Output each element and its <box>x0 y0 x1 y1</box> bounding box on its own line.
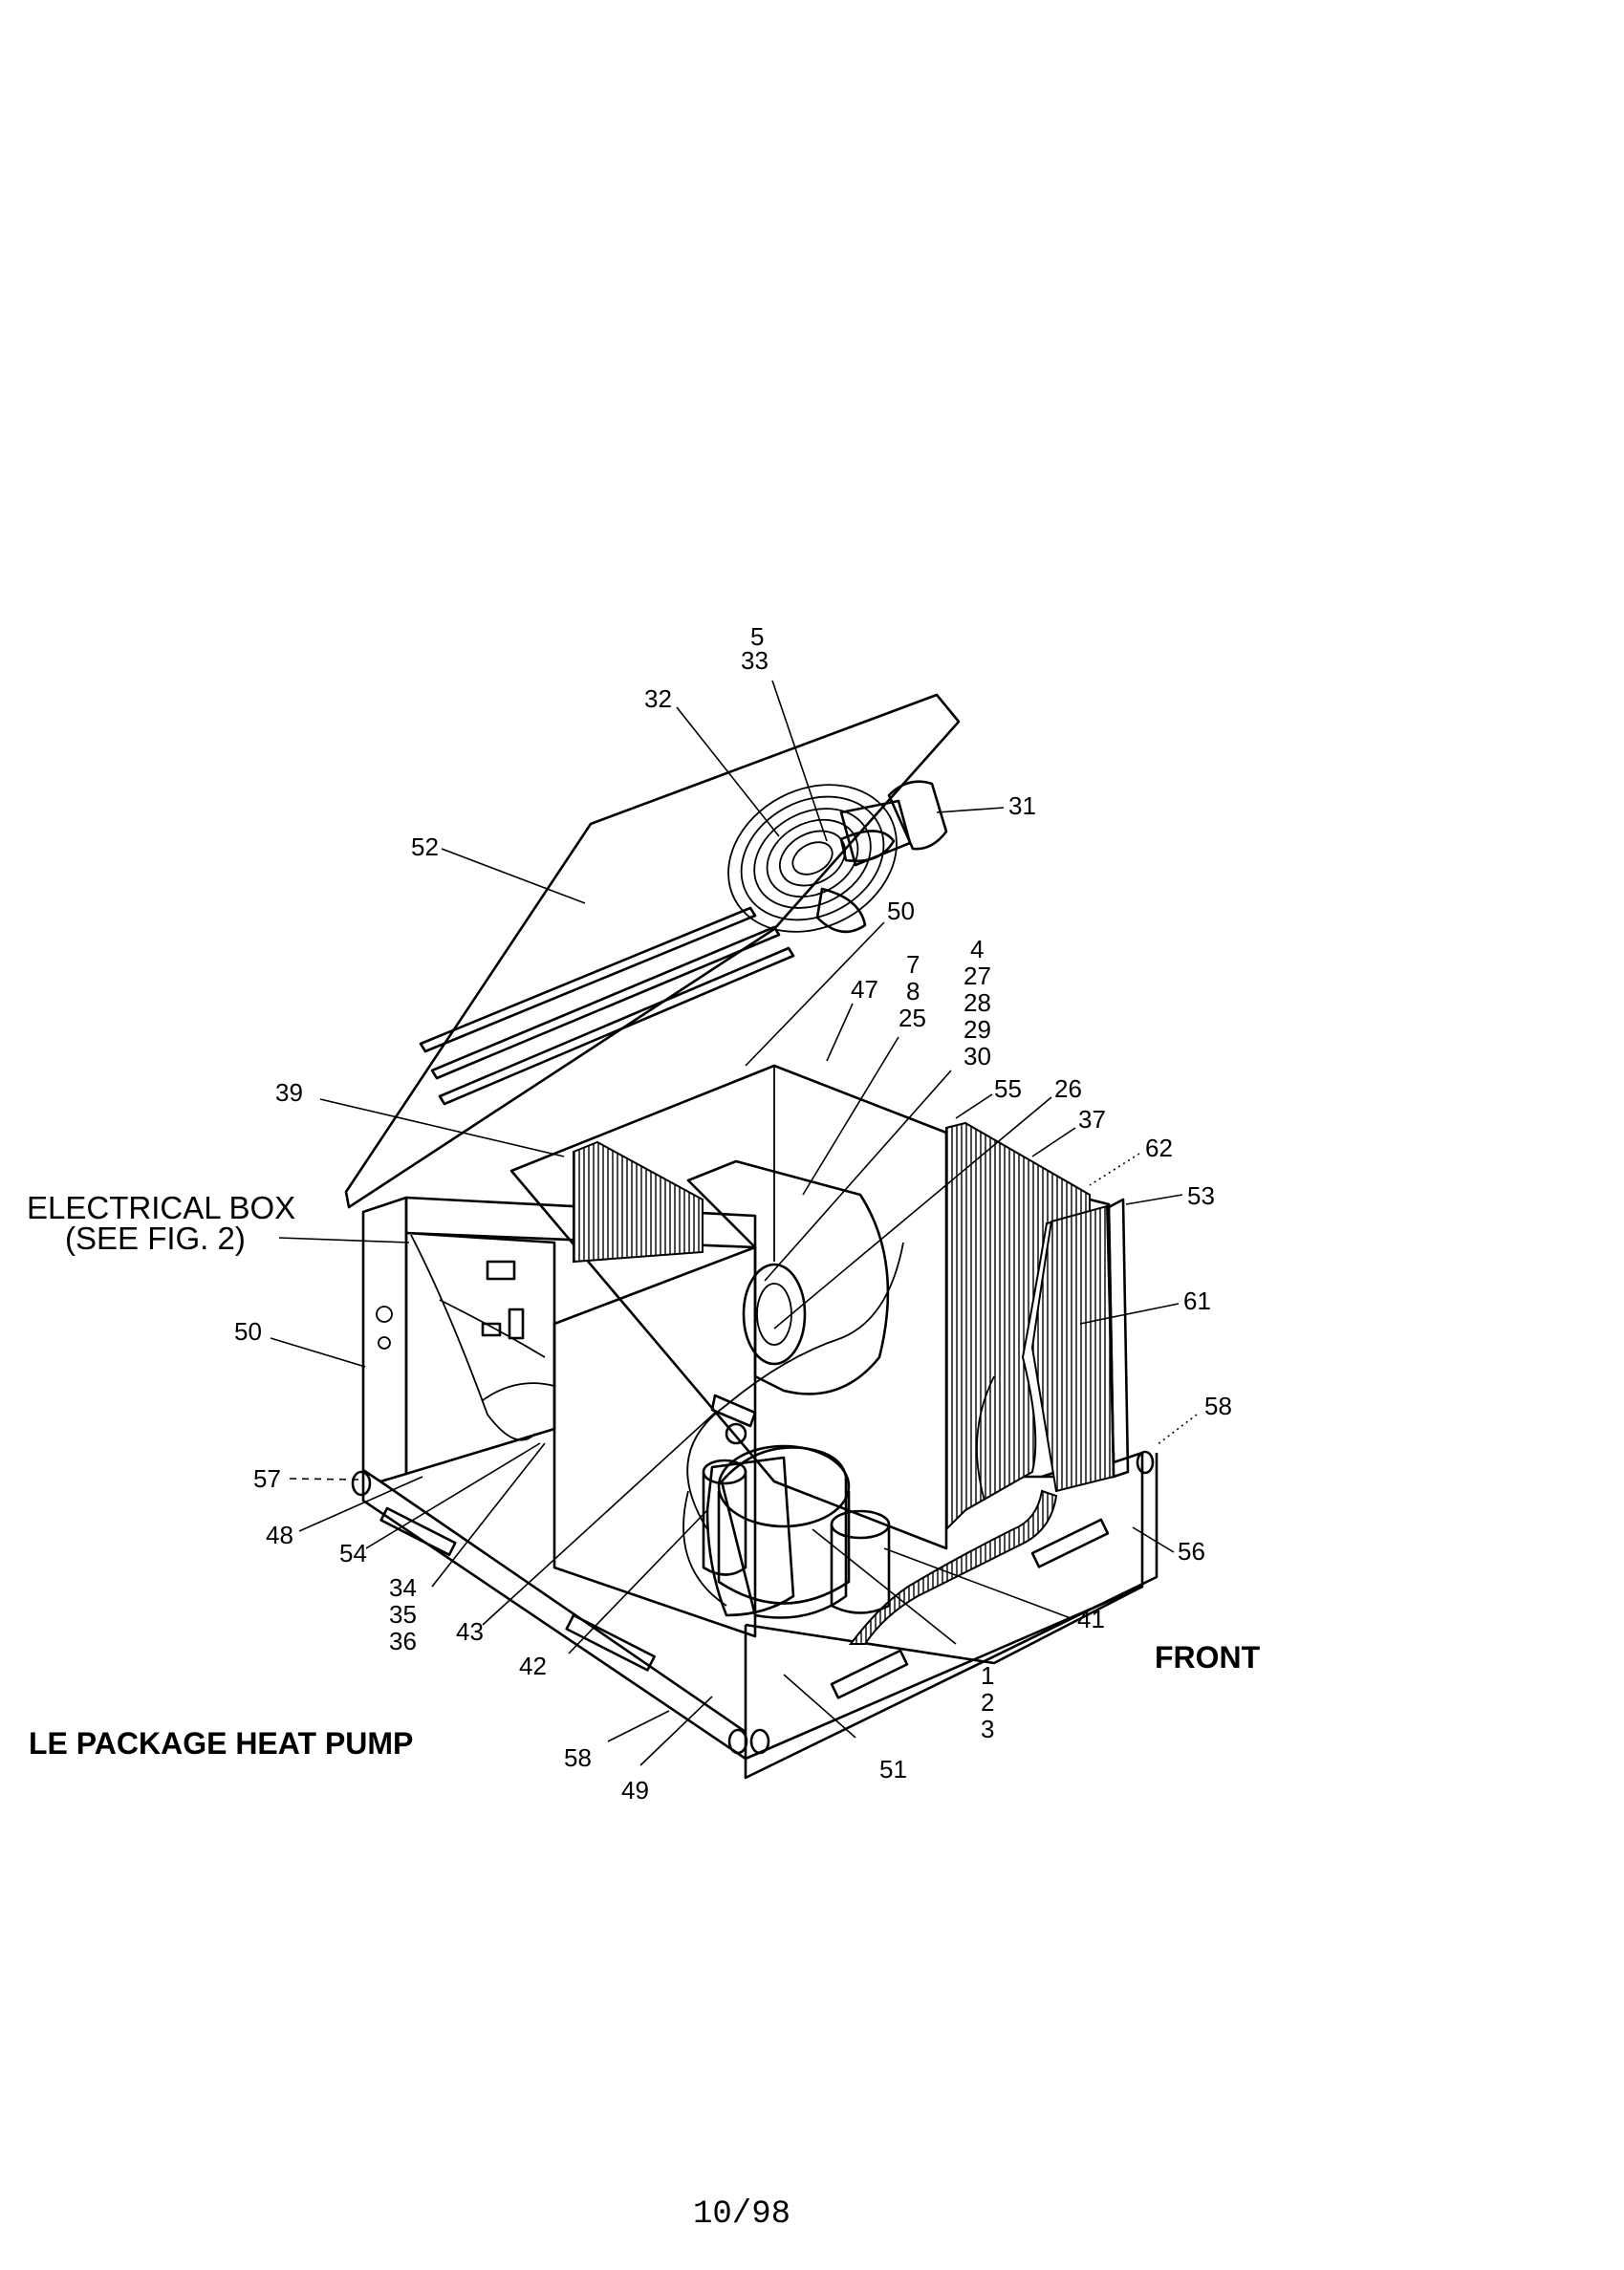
callout-4: 4 <box>970 935 984 963</box>
front-label: FRONT <box>1155 1640 1261 1675</box>
callout-33: 33 <box>741 646 769 675</box>
callout-57: 57 <box>253 1464 281 1493</box>
callout-43: 43 <box>456 1617 484 1646</box>
callout-61: 61 <box>1183 1286 1211 1315</box>
callout-37: 37 <box>1078 1105 1106 1134</box>
callout-3: 3 <box>981 1715 994 1743</box>
callout-7: 7 <box>906 950 920 979</box>
blower-assembly <box>686 1159 890 1395</box>
callout-52: 52 <box>411 832 439 861</box>
callout-29: 29 <box>964 1015 991 1044</box>
callout-56: 56 <box>1178 1537 1205 1566</box>
callout-34: 34 <box>389 1573 417 1602</box>
callout-32: 32 <box>644 684 672 713</box>
callout-2: 2 <box>981 1688 994 1717</box>
coils <box>573 1121 1115 1645</box>
callout-50-top: 50 <box>887 897 915 925</box>
callout-30: 30 <box>964 1042 991 1070</box>
callout-47: 47 <box>851 975 878 1004</box>
callout-51: 51 <box>879 1755 907 1784</box>
callout-26: 26 <box>1054 1074 1082 1103</box>
electrical-box-label: ELECTRICAL BOX <box>27 1190 295 1225</box>
callout-62: 62 <box>1145 1134 1173 1162</box>
callout-49: 49 <box>621 1776 649 1805</box>
callout-8: 8 <box>906 977 920 1005</box>
callout-48: 48 <box>266 1521 293 1549</box>
callout-31: 31 <box>1008 791 1036 820</box>
condenser-fan-assembly <box>727 780 948 934</box>
callout-42: 42 <box>519 1652 547 1680</box>
callout-5: 5 <box>750 622 764 651</box>
callout-25: 25 <box>899 1004 926 1032</box>
electrical-box-sublabel: (SEE FIG. 2) <box>65 1221 246 1256</box>
callout-41: 41 <box>1077 1605 1105 1633</box>
compressor-assembly <box>410 1234 995 1619</box>
callout-39: 39 <box>275 1078 303 1107</box>
callout-53: 53 <box>1187 1181 1215 1210</box>
leader-lines <box>270 680 1198 1766</box>
callout-54: 54 <box>339 1539 367 1567</box>
callout-36: 36 <box>389 1627 417 1655</box>
callout-28: 28 <box>964 988 991 1017</box>
callout-58-right: 58 <box>1204 1392 1232 1420</box>
page-footer: 10/98 <box>693 2196 790 2233</box>
callout-58-bottom: 58 <box>564 1743 592 1772</box>
corner-post <box>1107 1198 1130 1479</box>
callout-labels: 5 33 32 31 52 50 7 8 47 25 4 27 28 29 30… <box>234 622 1232 1805</box>
callout-1: 1 <box>981 1661 994 1690</box>
callout-55: 55 <box>994 1074 1022 1103</box>
callout-50-left: 50 <box>234 1317 262 1346</box>
top-cover-panel <box>344 693 961 1209</box>
callout-35: 35 <box>389 1600 417 1629</box>
diagram-title: LE PACKAGE HEAT PUMP <box>29 1726 413 1761</box>
callout-27: 27 <box>964 962 991 990</box>
